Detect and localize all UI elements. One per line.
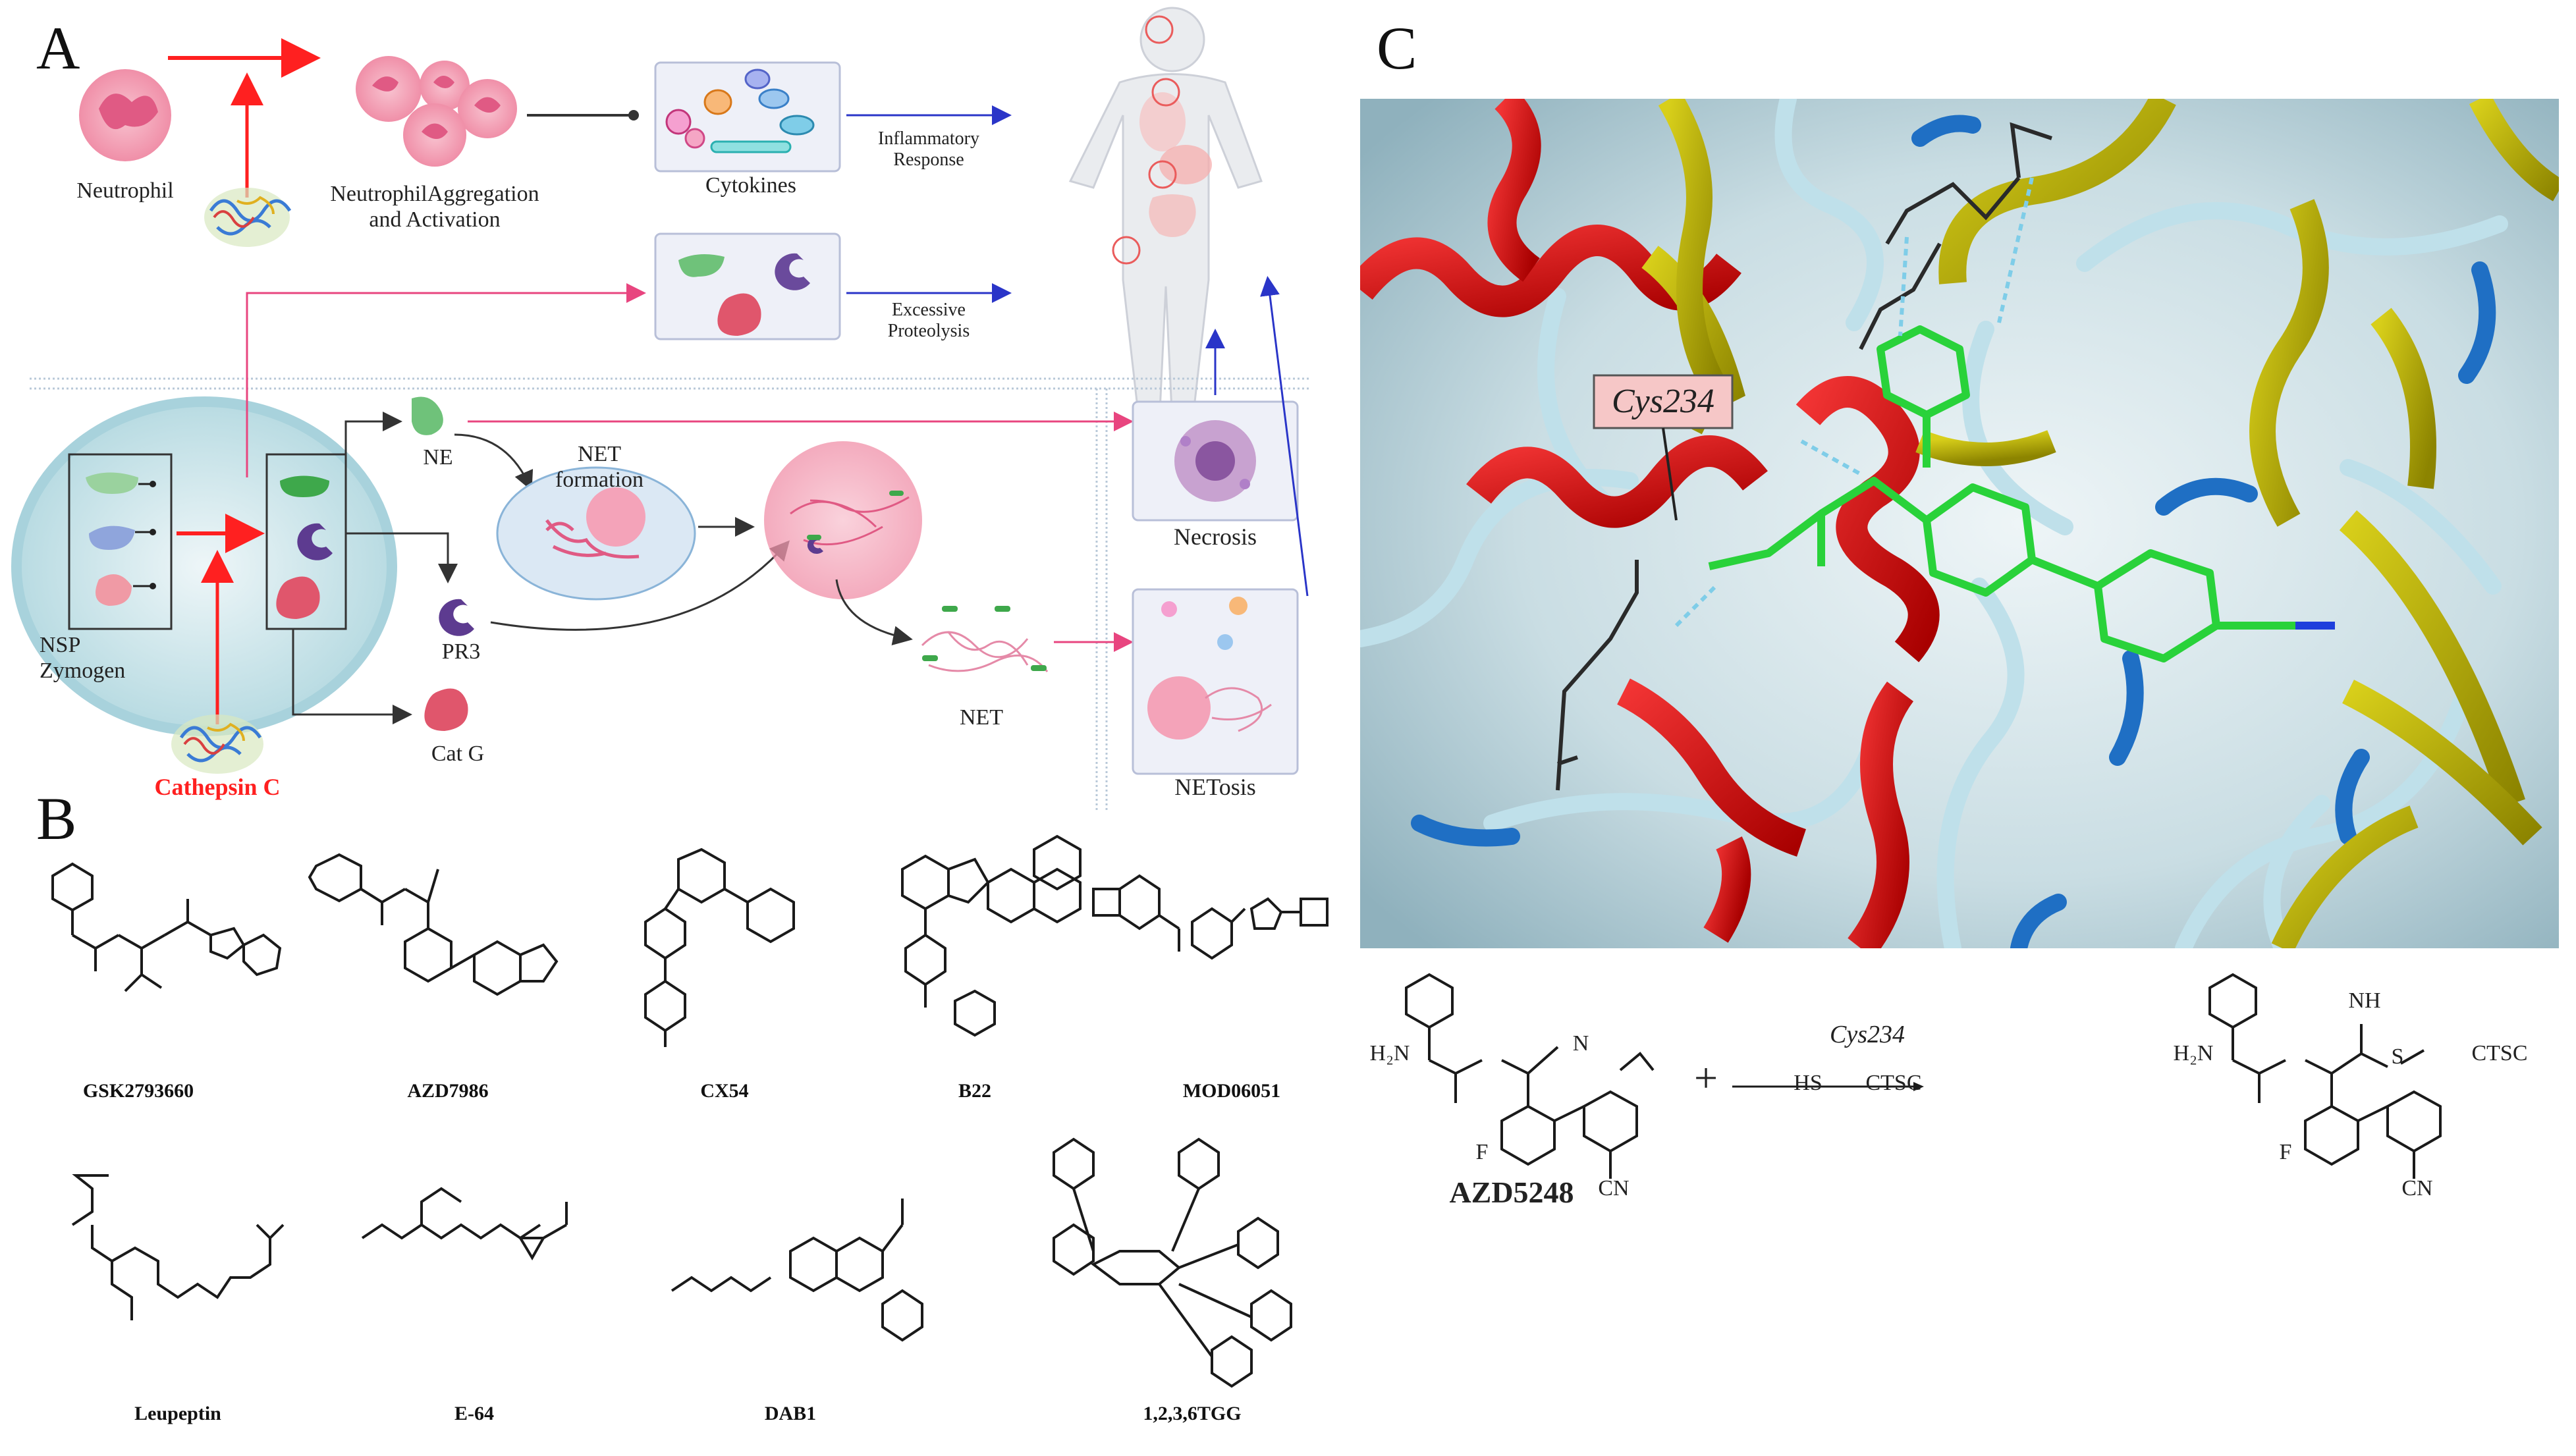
net-strands-icon (921, 606, 1049, 672)
compound-label-1236tgg: 1,2,3,6TGG (1143, 1403, 1242, 1424)
structure-b22 (901, 834, 1082, 1037)
label-net-formation: NET formation (555, 442, 644, 493)
structure-mod06051 (1092, 874, 1329, 960)
reaction-structures (1405, 973, 2442, 1179)
ne-protein-icon (412, 396, 443, 435)
product-s-atom: S (2391, 1044, 2404, 1069)
necrosis-cell-icon (1174, 420, 1256, 502)
compound-label-mod06051: MOD06051 (1182, 1080, 1281, 1102)
reagent-hs: HS (1794, 1071, 1822, 1095)
structure-azd7986 (308, 853, 559, 996)
panel-b-structures (51, 834, 1329, 1388)
label-excessive-proteolysis: Excessive Proteolysis (887, 300, 970, 342)
netting-neutrophil-icon (764, 441, 922, 599)
reactant-f-atom: F (1475, 1140, 1489, 1164)
active-proteases-box (265, 453, 347, 630)
label-pr3: PR3 (441, 639, 481, 664)
panel-label-c: C (1377, 14, 1417, 82)
reactant-n-atom: N (1572, 1031, 1589, 1056)
label-nsp-zymogen: NSP Zymogen (40, 633, 126, 684)
product-structure (2208, 973, 2442, 1179)
human-body-icon (1068, 7, 1263, 426)
zymogen-proteins-icon (86, 472, 156, 606)
structure-1236tgg (1053, 1137, 1292, 1388)
compound-label-cx54: CX54 (700, 1080, 749, 1102)
aggregated-neutrophils-icon (356, 56, 517, 167)
reactant-cn: CN (1598, 1176, 1630, 1200)
label-cytokines: Cytokines (705, 173, 796, 198)
proteolysis-path-arrow (246, 283, 646, 477)
panel-c-structure-view: Cys234 (1360, 99, 2559, 948)
label-necrosis: Necrosis (1174, 524, 1257, 550)
cys234-callout-box (1593, 374, 1734, 429)
netosis-box (1132, 588, 1299, 775)
protein-structure-icon (204, 188, 292, 247)
zymogen-box (68, 453, 173, 630)
catg-protein-icon (424, 688, 468, 731)
product-ctsc: CTSC (2471, 1041, 2528, 1065)
netosis-to-body-arrow (1260, 276, 1309, 597)
compound-label-dab1: DAB1 (764, 1403, 817, 1424)
reactant-structure (1405, 973, 1638, 1179)
neutrophil-cell-icon (79, 69, 171, 161)
label-ne: NE (423, 445, 453, 470)
compound-label-leupeptin: Leupeptin (134, 1403, 221, 1424)
panel-label-a: A (36, 14, 80, 82)
compound-label-e64: E-64 (454, 1403, 494, 1424)
protein-ligand-render (1360, 99, 2559, 948)
hydrogen-bonds (1674, 177, 2034, 628)
reaction-scheme: AZD5248 + Cys234 HS CTSC CTSC H₂N N F CN… (1360, 948, 2565, 1449)
structure-e64 (361, 1187, 568, 1260)
reactant-h2n: H₂N (1369, 1041, 1410, 1065)
cys234-label: Cys234 (1612, 383, 1714, 420)
structure-cx54 (644, 848, 795, 1047)
blue-coil-segments (1411, 115, 2496, 948)
reagent-ctsc: CTSC (1865, 1071, 1922, 1095)
reactant-name: AZD5248 (1449, 1175, 1574, 1209)
residue-sticks (1556, 122, 2052, 791)
cathepsin-c-structure-icon (171, 715, 263, 774)
label-net: NET (959, 705, 1004, 730)
active-proteases-icon (276, 475, 333, 619)
label-netosis: NETosis (1174, 774, 1256, 800)
product-cn: CN (2401, 1176, 2433, 1200)
product-h2n: H₂N (2173, 1041, 2214, 1065)
product-nh: NH (2348, 988, 2381, 1013)
net-formation-chromatin (545, 487, 645, 559)
label-cathepsin-c: Cathepsin C (154, 774, 281, 800)
structure-gsk2793660 (51, 862, 282, 992)
panel-label-b: B (36, 785, 77, 852)
proteases-icon (678, 253, 810, 336)
cytokine-molecules-icon (665, 68, 815, 153)
structure-leupeptin (71, 1174, 285, 1320)
pr3-protein-icon (439, 599, 474, 636)
label-inflammatory: Inflammatory Response (878, 128, 979, 171)
reagent-structure (1619, 1052, 1655, 1071)
ligand-azd5248 (1708, 325, 2295, 662)
panel-a: Neutrophil NeutrophilAggregation and Act… (0, 0, 1357, 817)
label-aggregation: NeutrophilAggregation and Activation (330, 182, 539, 232)
compound-label-azd7986: AZD7986 (407, 1080, 489, 1102)
compound-label-b22: B22 (958, 1080, 991, 1102)
structure-dab1 (671, 1199, 923, 1342)
panel-b: GSK2793660 AZD7986 CX54 B22 MOD06051 Leu… (0, 830, 1363, 1455)
panel-a-canvas (11, 7, 1311, 810)
netosis-cell-icon (1147, 597, 1272, 740)
plus-sign: + (1693, 1054, 1718, 1101)
label-cat-g: Cat G (431, 741, 485, 766)
reagent-residue-label: Cys234 (1830, 1021, 1905, 1048)
label-neutrophil: Neutrophil (76, 178, 174, 203)
product-f-atom: F (2279, 1140, 2292, 1164)
compound-label-gsk2793660: GSK2793660 (82, 1080, 194, 1102)
